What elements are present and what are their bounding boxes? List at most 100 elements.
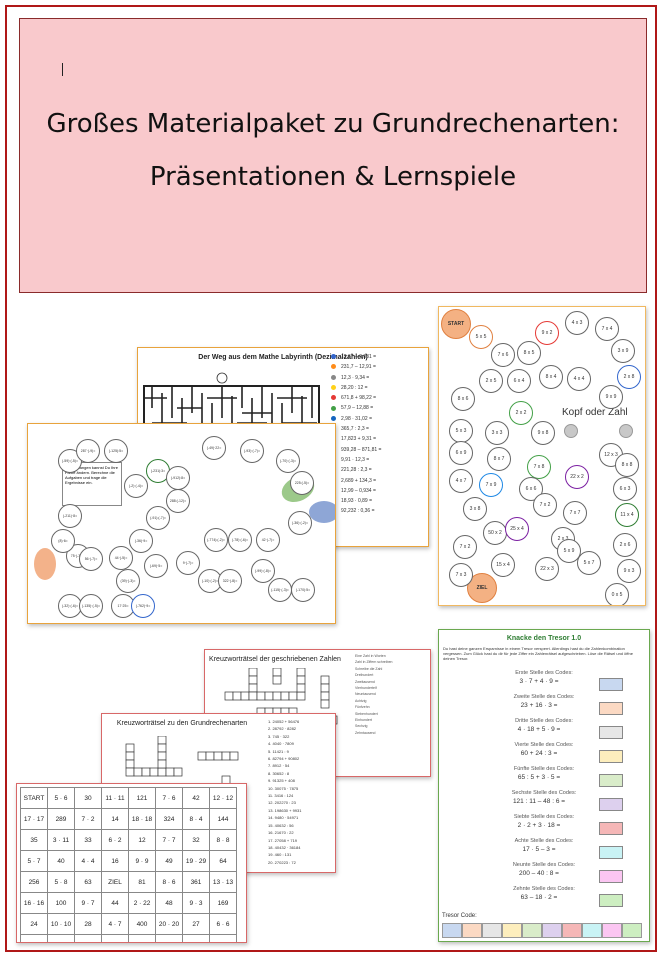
field-circle: 8 x 4 <box>539 365 563 389</box>
code-row-equation: 63 – 18 · 2 = <box>520 894 558 901</box>
code-row: Achte Stelle des Codes:17 · 5 – 3 = <box>439 838 649 860</box>
code-row-label: Zehnte Stelle des Codes: <box>513 886 575 892</box>
field-circle: 50 x 2 <box>483 521 507 545</box>
snake-circle: (-912):8= <box>166 466 190 490</box>
task-item: 2,689 + 134,3 = <box>331 476 381 486</box>
grid-cell: 6 · 2 <box>101 829 129 851</box>
kopf-oder-zahl-title: Kopf oder Zahl <box>562 407 628 418</box>
snake-instructions: Bei Schlangen kannst Du Ihre Farbe änder… <box>62 462 122 506</box>
code-row: Vierte Stelle des Codes:60 + 24 : 3 = <box>439 742 649 764</box>
code-row: Zweite Stelle des Codes:23 + 16 · 3 = <box>439 694 649 716</box>
grid-cell: 2 · 22 <box>128 892 156 914</box>
snake-game-sheet: Bei Schlangen kannst Du Ihre Farbe änder… <box>27 423 336 624</box>
code-row-equation: 65 : 5 + 3 · 5 = <box>517 774 561 781</box>
snake-circle: 288:(-12)= <box>166 489 190 513</box>
snake-circle: 42·(-7)= <box>256 528 280 552</box>
code-row-equation: 200 – 40 : 8 = <box>519 870 559 877</box>
text-cursor <box>62 63 63 76</box>
code-answer-box <box>599 870 623 883</box>
grid-cell: 8 · 8 <box>209 829 237 851</box>
code-answer-box <box>599 894 623 907</box>
snake-circle: (8)·6= <box>51 529 75 553</box>
field-circle: 6 x 9 <box>449 441 473 465</box>
grid-cell: 3 · 11 <box>47 829 75 851</box>
grid-cell: 121 <box>128 787 156 809</box>
grid-cell: 30 <box>74 787 102 809</box>
field-circle: 22 x 3 <box>535 557 559 581</box>
code-row-equation: 121 : 11 – 48 : 6 = <box>512 798 566 805</box>
snake-circle: (-115)·(-3)= <box>268 578 292 602</box>
snake-circle: 44·(-5)= <box>109 546 133 570</box>
code-answer-box <box>599 702 623 715</box>
coin-tail-icon <box>619 424 633 438</box>
code-row-label: Siebte Stelle des Codes: <box>513 814 575 820</box>
labyrinth-title: Der Weg aus dem Mathe Labyrinth (Dezimal… <box>198 354 368 361</box>
code-slot <box>622 923 642 938</box>
crossword-basic-title: Kreuzworträtsel zu den Grundrechenarten <box>116 720 248 727</box>
snake-circle: (-125):5= <box>104 439 128 463</box>
grid-cell: 15 · 15 <box>74 934 102 942</box>
field-circle: 9 x 2 <box>535 321 559 345</box>
grid-cell: 13 · 13 <box>209 871 237 893</box>
field-circle: 5 x 7 <box>577 551 601 575</box>
field-circle: 15 x 4 <box>491 553 515 577</box>
code-answer-box <box>599 774 623 787</box>
grid-cell: 5 · 6 <box>47 787 75 809</box>
snake-circle: (-69)·5= <box>144 554 168 578</box>
field-circle: 9 x 9 <box>599 385 623 409</box>
title-banner: Großes Materialpaket zu Grundrechenarten… <box>19 18 647 293</box>
grid-cell: 5 · 8 <box>47 871 75 893</box>
tresor-intro: Du hast deine ganzen Ersparnisse in eine… <box>443 646 633 662</box>
task-item: 365,7 : 2,3 = <box>331 424 381 434</box>
field-circle: 2 x 2 <box>509 401 533 425</box>
field-circle: 7 x 2 <box>533 493 557 517</box>
code-answer-box <box>599 846 623 859</box>
grid-cell: 81 <box>128 871 156 893</box>
grid-cell: 19 · 29 <box>182 850 210 872</box>
task-item: 12,99 – 0,934 = <box>331 486 381 496</box>
snake-circle: (-78)·(-6)= <box>228 528 252 552</box>
grid-cell: 49 <box>155 850 183 872</box>
title-line-1: Großes Materialpaket zu Grundrechenarten… <box>46 109 620 139</box>
field-circle: 7 x 4 <box>595 317 619 341</box>
field-circle: 0 x 5 <box>605 583 629 605</box>
field-circle: 9 x 3 <box>617 559 641 583</box>
code-slot <box>522 923 542 938</box>
snake-circle: (-170):5= <box>291 578 315 602</box>
grid-cell: 5 · 7 <box>20 850 48 872</box>
task-item: 671,8 + 98,22 = <box>331 393 381 403</box>
snake-circle: (-211)·8= <box>58 504 82 528</box>
coin-head-icon <box>564 424 578 438</box>
snake-circle: (39)·(-3)= <box>116 569 140 593</box>
grid-cell: 225 <box>47 934 75 942</box>
grid-cell: 27 <box>182 913 210 935</box>
field-circle: 6 x 3 <box>613 477 637 501</box>
grid-cell: 18 · 18 <box>128 808 156 830</box>
grid-cell: 35 <box>20 829 48 851</box>
code-slot <box>582 923 602 938</box>
grid-cell: 63 <box>74 871 102 893</box>
field-circle: 8 x 7 <box>487 447 511 471</box>
field-circle: 2 x 5 <box>479 369 503 393</box>
field-circle: 25 x 4 <box>505 517 529 541</box>
code-slot <box>502 923 522 938</box>
field-circle: 7 x 2 <box>453 535 477 559</box>
grid-cell: 6 · 6 <box>128 934 156 942</box>
field-circle: 2 x 8 <box>617 365 641 389</box>
grid-cell: 289 <box>47 808 75 830</box>
color-dot <box>331 354 336 360</box>
field-circle: 7 x 6 <box>491 343 515 367</box>
tresor-title: Knacke den Tresor 1.0 <box>506 635 582 642</box>
code-row-equation: 23 + 16 · 3 = <box>520 702 558 709</box>
grid-cell: 7 · 7 <box>155 829 183 851</box>
grid-cell: 4 · 6 <box>20 934 48 942</box>
field-circle: 7 x 8 <box>527 455 551 479</box>
task-item: 9,91 · 12,3 = <box>331 455 381 465</box>
grid-cell: 12 <box>128 829 156 851</box>
field-circle: 5 x 3 <box>449 419 473 443</box>
code-row-equation: 3 · 7 + 4 · 9 = <box>519 678 559 685</box>
